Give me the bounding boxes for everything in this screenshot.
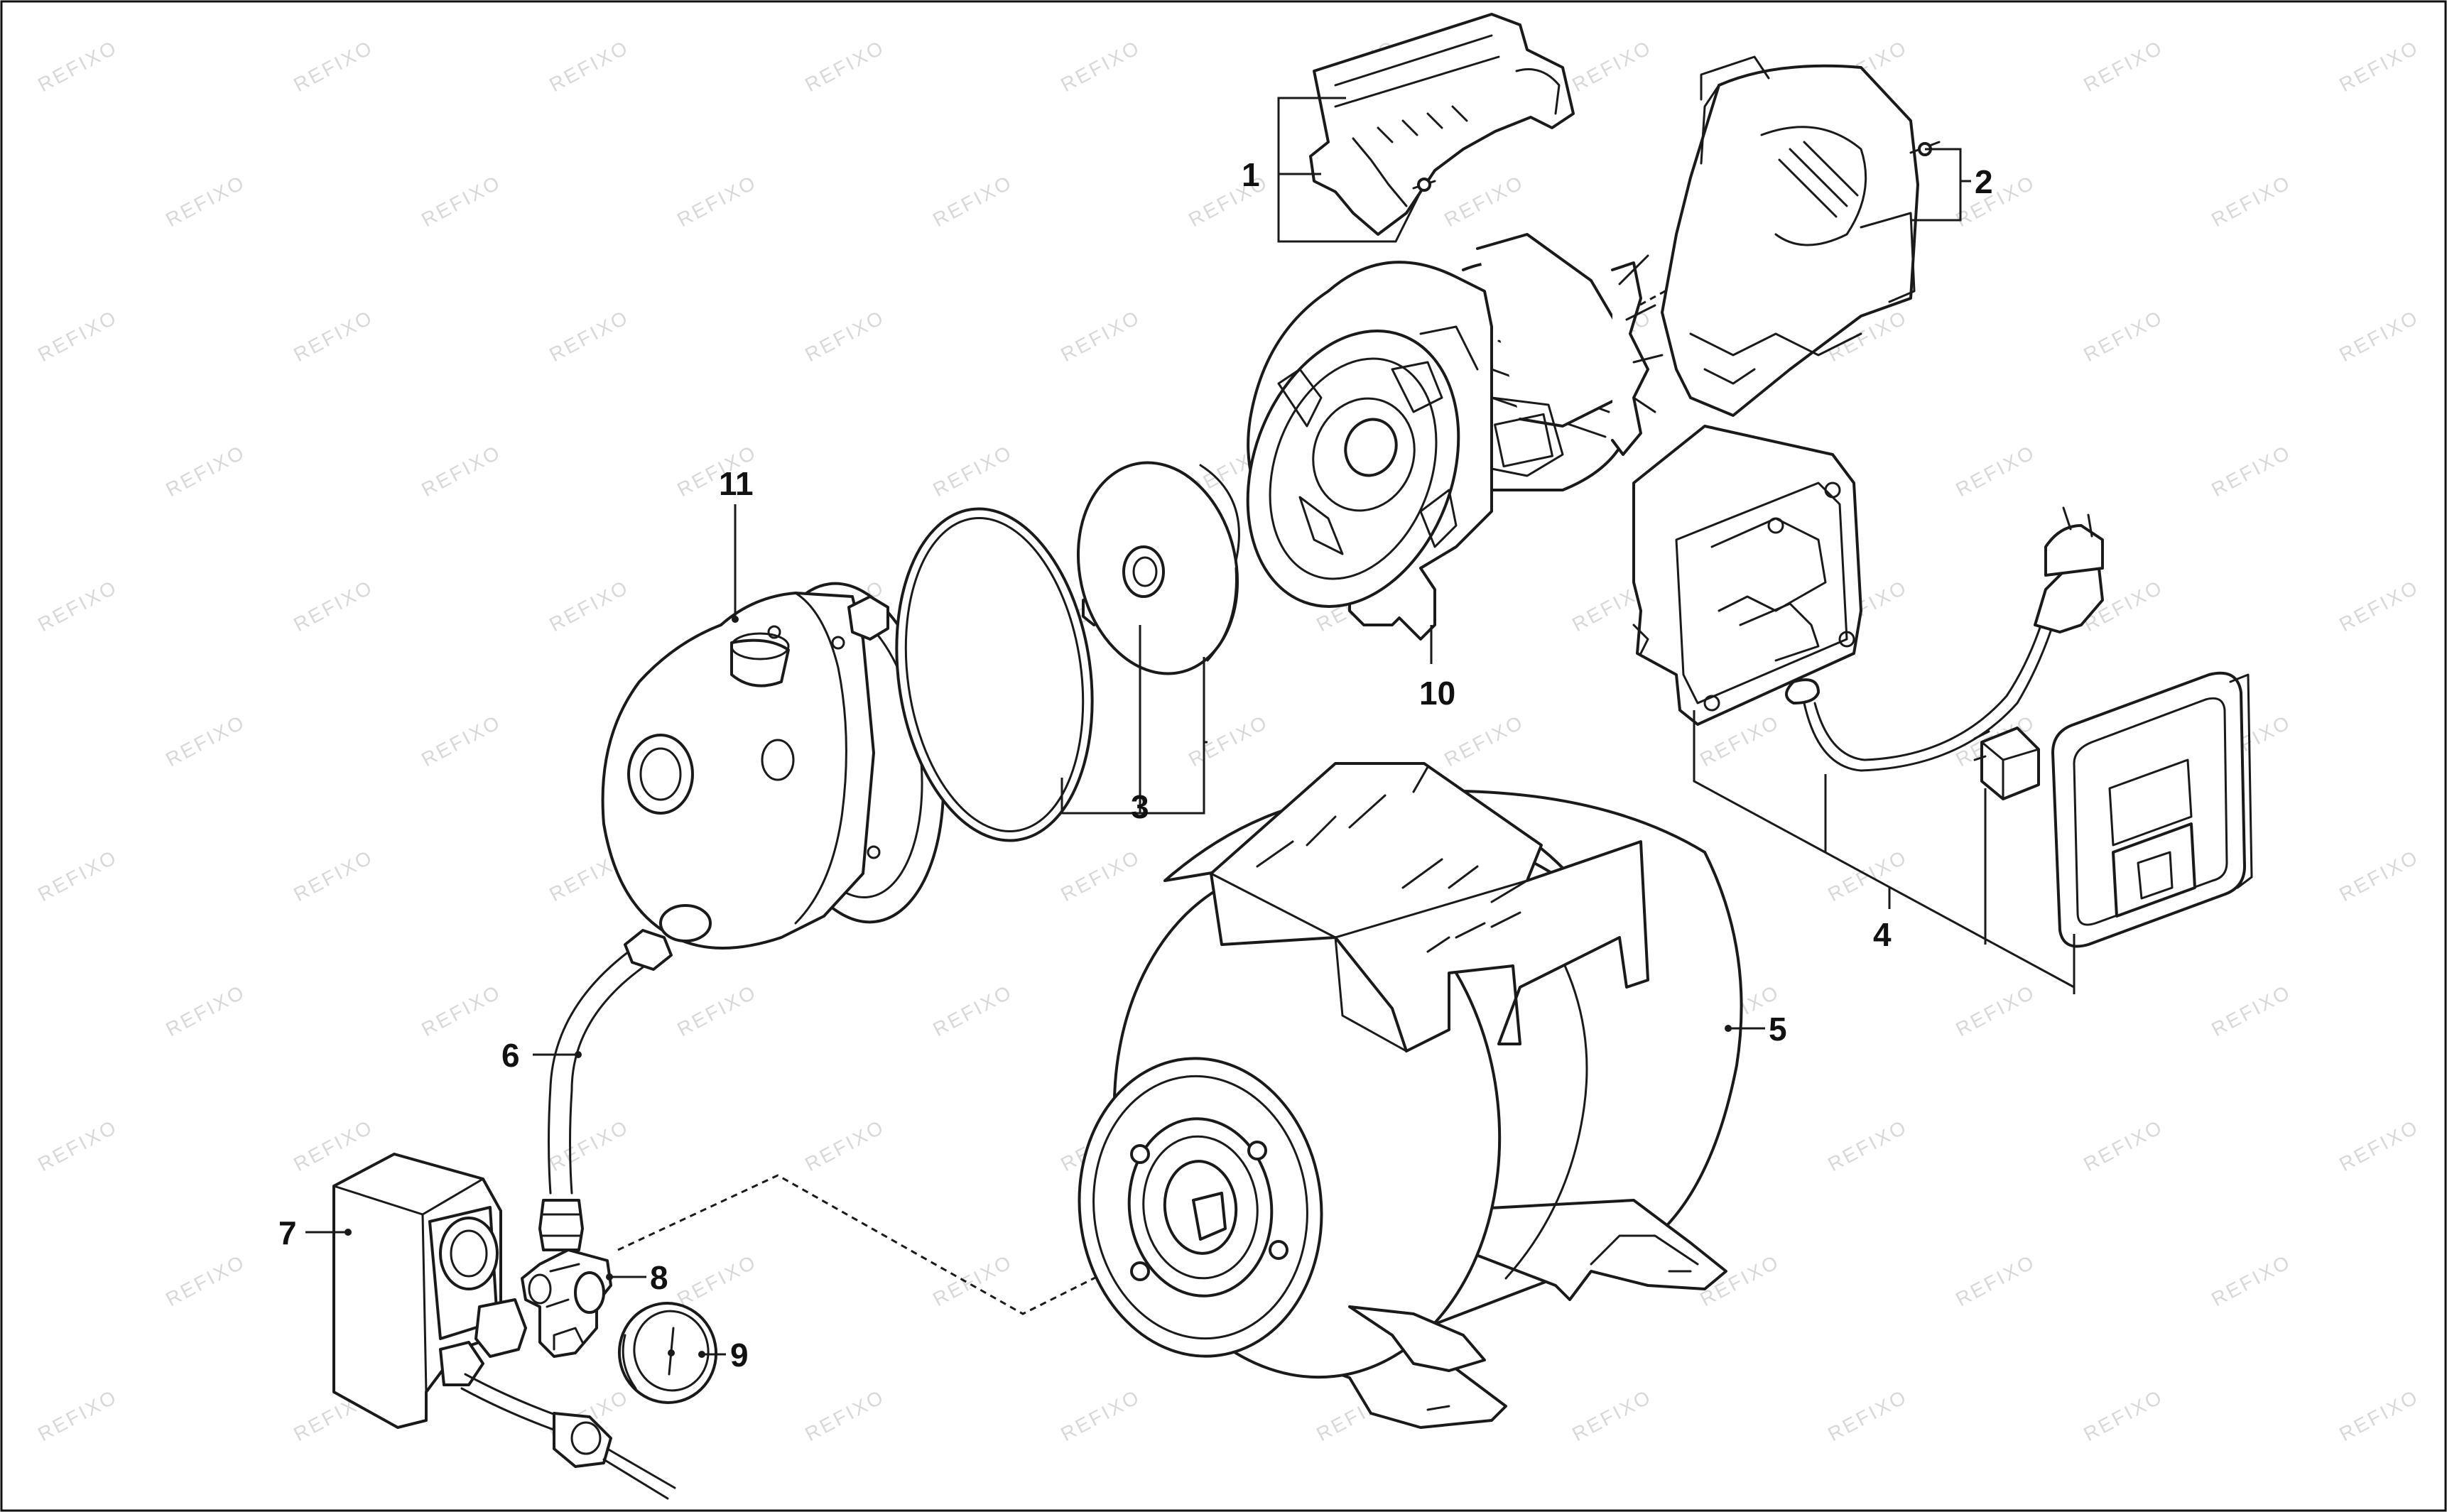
watermark-text: REFIXO: [1057, 306, 1144, 366]
watermark-text: REFIXO: [162, 981, 249, 1041]
watermark-text: REFIXO: [162, 1251, 249, 1311]
watermark-text: REFIXO: [1952, 441, 2039, 501]
watermark-text: REFIXO: [801, 36, 888, 97]
watermark-text: REFIXO: [290, 846, 376, 906]
watermark-text: REFIXO: [801, 1116, 888, 1176]
watermark-text: REFIXO: [290, 306, 376, 366]
watermark-text: REFIXO: [2080, 306, 2166, 366]
watermark-text: REFIXO: [801, 306, 888, 366]
watermark-text: REFIXO: [1952, 1251, 2039, 1311]
watermark-text: REFIXO: [673, 1251, 760, 1311]
watermark-text: REFIXO: [673, 171, 760, 232]
part-seal-and-impeller: [895, 461, 1240, 842]
callout-labels: 1 2 3 4 5 6 7 8 9 10 11: [278, 156, 1993, 1374]
leader-lines: [305, 97, 2076, 1358]
watermark-text: REFIXO: [2080, 1116, 2166, 1176]
watermark-text: REFIXO: [1440, 711, 1527, 771]
watermark-text: REFIXO: [2208, 441, 2294, 501]
watermark-text: REFIXO: [34, 1116, 121, 1176]
watermark-text: REFIXO: [2335, 1386, 2422, 1446]
part-pressure-gauge: [617, 1302, 718, 1404]
watermark-text: REFIXO: [546, 36, 632, 97]
watermark-text: REFIXO: [290, 36, 376, 97]
watermark-text: REFIXO: [418, 711, 504, 771]
watermark-text: REFIXO: [929, 1251, 1016, 1311]
watermark-text: REFIXO: [162, 171, 249, 232]
watermark-text: REFIXO: [1185, 711, 1271, 771]
watermark-text: REFIXO: [1568, 1386, 1655, 1446]
watermark-text: REFIXO: [162, 441, 249, 501]
watermark-text: REFIXO: [1057, 36, 1144, 97]
watermark-text: REFIXO: [2080, 36, 2166, 97]
watermark-text: REFIXO: [34, 576, 121, 636]
callout-4: 4: [1873, 916, 1892, 953]
callout-11: 11: [719, 465, 754, 502]
watermark-text: REFIXO: [34, 36, 121, 97]
watermark-text: REFIXO: [2335, 1116, 2422, 1176]
callout-6: 6: [501, 1037, 520, 1074]
part-pressure-switch: [332, 1153, 676, 1500]
watermark-text: REFIXO: [929, 441, 1016, 501]
watermark-text: REFIXO: [2335, 576, 2422, 636]
watermark-text: REFIXO: [2208, 981, 2294, 1041]
callout-2: 2: [1975, 163, 1993, 200]
watermark-text: REFIXO: [2335, 306, 2422, 366]
watermark-text: REFIXO: [1824, 1116, 1911, 1176]
part-switch: [1973, 727, 2040, 800]
watermark-text: REFIXO: [2080, 1386, 2166, 1446]
callout-1: 1: [1242, 156, 1260, 193]
watermark-text: REFIXO: [546, 1116, 632, 1176]
watermark-text: REFIXO: [1568, 36, 1655, 97]
watermark-text: REFIXO: [1440, 171, 1527, 232]
watermark-text: REFIXO: [1824, 1386, 1911, 1446]
watermark-text: REFIXO: [34, 306, 121, 366]
watermark-text: REFIXO: [290, 576, 376, 636]
watermark-text: REFIXO: [546, 306, 632, 366]
watermark-text: REFIXO: [801, 1386, 888, 1446]
part-pressure-tank: [1078, 762, 1743, 1429]
part-box-cover: [2051, 671, 2253, 948]
part-pump-housing: [601, 582, 945, 950]
part-fitting: [521, 1249, 612, 1358]
watermark-text: REFIXO: [418, 441, 504, 501]
part-electrical-box: [1632, 425, 1862, 726]
watermark-text: REFIXO: [546, 576, 632, 636]
part-motor: [1246, 233, 1664, 641]
watermark-text: REFIXO: [34, 846, 121, 906]
callout-3: 3: [1131, 788, 1149, 825]
callout-10: 10: [1419, 675, 1455, 712]
part-handle: [1309, 13, 1575, 236]
watermark-text: REFIXO: [1057, 846, 1144, 906]
part-motor-cover: [1661, 55, 1941, 417]
watermark-text: REFIXO: [290, 1116, 376, 1176]
watermark-text: REFIXO: [1057, 1386, 1144, 1446]
watermark-text: REFIXO: [929, 981, 1016, 1041]
watermark-text: REFIXO: [418, 171, 504, 232]
watermark-text: REFIXO: [1952, 171, 2039, 232]
callout-5: 5: [1769, 1011, 1787, 1048]
part-hose: [538, 929, 673, 1251]
watermark-text: REFIXO: [2335, 846, 2422, 906]
watermark-text: REFIXO: [1952, 981, 2039, 1041]
watermark-text: REFIXO: [2208, 1251, 2294, 1311]
part-power-cable: [1785, 506, 2104, 772]
callout-7: 7: [278, 1214, 297, 1251]
watermark-text: REFIXO: [2335, 36, 2422, 97]
watermark-text: REFIXO: [418, 981, 504, 1041]
watermark-text: REFIXO: [2208, 171, 2294, 232]
watermark-text: REFIXO: [673, 981, 760, 1041]
watermark-text: REFIXO: [929, 171, 1016, 232]
callout-9: 9: [730, 1337, 749, 1374]
watermark-text: REFIXO: [34, 1386, 121, 1446]
callout-8: 8: [650, 1259, 668, 1296]
watermark-text: REFIXO: [162, 711, 249, 771]
